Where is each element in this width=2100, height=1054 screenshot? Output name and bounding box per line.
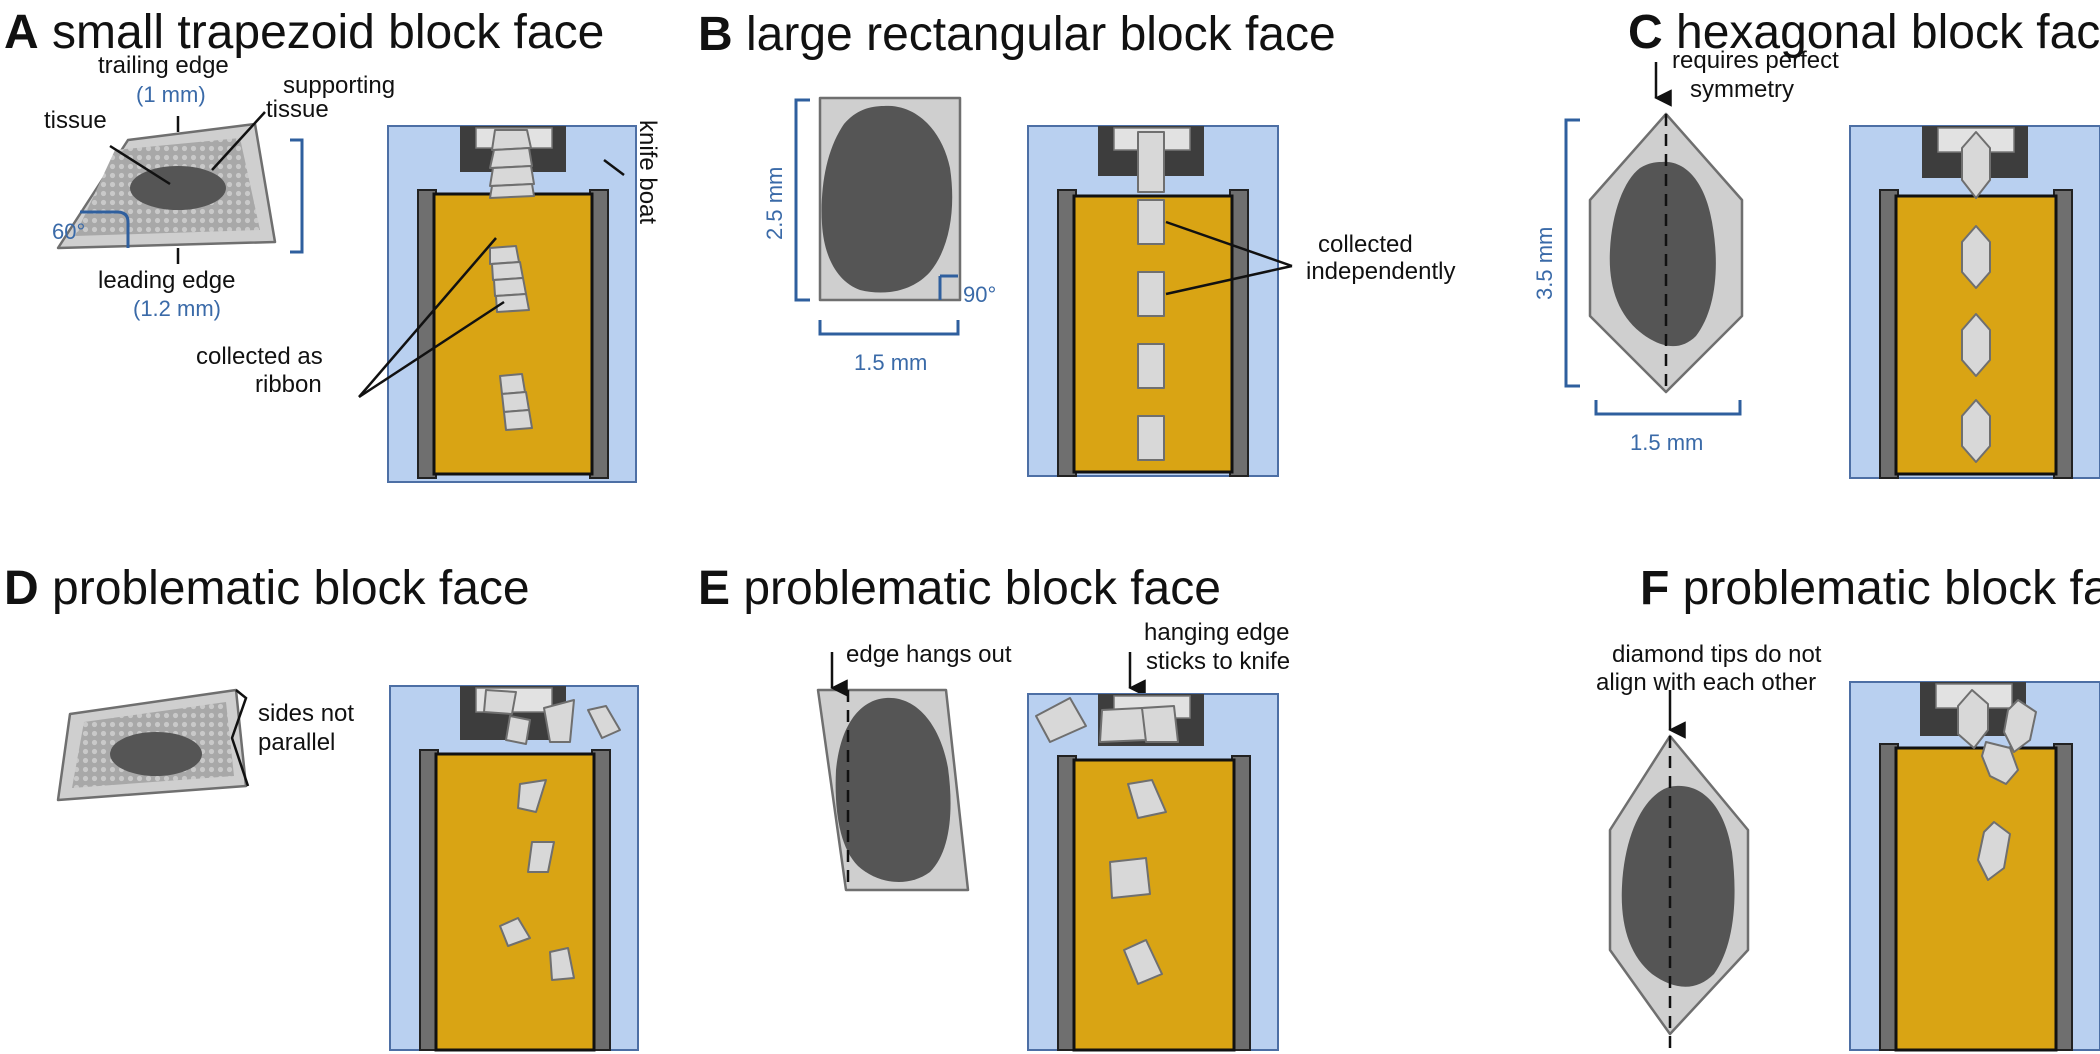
height-dim-label: 3.5 mm [1532,227,1557,300]
collected-independently-1: collected [1318,231,1413,258]
section-floating [1035,697,1087,743]
panel-d: D problematic block face sides not paral… [4,562,639,1052]
section-1 [517,779,547,813]
section-2 [1137,271,1165,317]
panel-c: C hexagonal block face requires perfect … [1532,6,2100,479]
section-at-knife-1 [1099,707,1149,743]
panel-b-title: B large rectangular block face [698,8,1336,61]
panel-e-knife-boat [1027,693,1279,1052]
collected-as-ribbon-1: collected as [196,343,323,370]
section-3 [1961,399,1991,463]
section-at-knife [1961,131,1991,199]
panel-f-title: F problematic block face [1640,562,2100,615]
trailing-edge-dim: (1 mm) [136,82,206,107]
diamond-tips-note-1: diamond tips do not [1612,641,1822,668]
tissue-blob [1609,161,1716,347]
section-3 [1123,939,1163,985]
panel-a: A small trapezoid block face trailing ed… [4,6,661,483]
knife-boat-label: knife boat [634,120,661,224]
section-4 [549,947,575,981]
panel-d-knife-boat [389,685,639,1052]
tissue-blob [821,105,953,293]
panel-c-knife-boat [1849,125,2100,479]
leading-edge-label: leading edge [98,267,235,294]
panel-b-block-face: 2.5 mm 90° 1.5 mm [762,96,996,375]
section-at-knife-1 [483,689,517,715]
panel-c-block-face: requires perfect symmetry 3.5 mm 1.5 mm [1532,47,1839,455]
panel-f-block-face: diamond tips do not align with each othe… [1596,641,1822,1048]
sides-not-parallel-1: sides not [258,700,354,727]
tissue-ellipse [130,166,226,210]
leading-edge-dim: (1.2 mm) [133,296,221,321]
ribbon-segment-1 [489,245,530,313]
conveyor-belt [432,192,594,476]
section-tilted-1 [2003,699,2037,753]
symmetry-note-2: symmetry [1690,76,1794,103]
panel-a-block-face: trailing edge (1 mm) supporting tissue t… [44,52,395,321]
sides-not-parallel-2: parallel [258,729,335,756]
tissue-label: tissue [44,107,107,134]
tissue-ellipse [110,732,202,776]
section-1 [1961,225,1991,289]
section-at-knife [1137,131,1165,193]
width-dim-label: 1.5 mm [1630,430,1703,455]
section-3 [499,917,531,947]
width-dim-label: 1.5 mm [854,350,927,375]
hanging-edge-label-2: sticks to knife [1146,648,1290,675]
edge-hangs-out-label: edge hangs out [846,641,1012,668]
section-1 [1127,779,1167,819]
section-1 [1977,821,2011,881]
panel-d-title: D problematic block face [4,562,530,615]
tissue-blob [1621,785,1735,987]
conveyor-belt [434,752,596,1052]
conveyor-belt [1894,746,2058,1052]
trailing-edge-label: trailing edge [98,52,229,79]
section-2 [527,841,555,873]
panel-e-title: E problematic block face [698,562,1221,615]
section-at-knife-3 [543,699,575,743]
symmetry-note-1: requires perfect [1672,47,1839,74]
angle-60-label: 60° [52,219,85,244]
section-1 [1137,199,1165,245]
section-2 [1961,313,1991,377]
section-at-knife-4 [587,705,621,739]
ribbon-at-knife [489,129,535,199]
section-3 [1137,343,1165,389]
angle-90-label: 90° [963,282,996,307]
panel-d-block-face: sides not parallel [56,688,354,802]
panel-b-knife-boat: collected independently [1027,125,1455,477]
panel-a-title: A small trapezoid block face [4,6,604,59]
section-tilted-2 [1981,741,2019,785]
supporting-tissue-label-2: tissue [266,96,329,123]
panel-f: F problematic block face diamond tips do… [1596,562,2100,1052]
panel-b: B large rectangular block face 2.5 mm 90… [698,8,1455,477]
collected-independently-2: independently [1306,258,1455,285]
tissue-blob [835,697,951,883]
section-at-knife-2 [1141,705,1179,743]
section-2 [1109,857,1151,899]
panel-f-knife-boat [1849,681,2100,1052]
height-dim-label: 2.5 mm [762,167,787,240]
panel-a-knife-boat: collected as ribbon knife boat [196,120,661,483]
panel-c-title: C hexagonal block face [1628,6,2100,59]
section-4 [1137,415,1165,461]
section-at-knife-2 [505,715,531,745]
panel-e: E problematic block face edge hangs out … [698,562,1290,1052]
ribbon-segment-2 [499,373,533,431]
panel-e-block-face: edge hangs out hanging edge sticks to kn… [816,619,1290,892]
section-at-knife [1957,689,1989,749]
supporting-tissue-label-1: supporting [283,72,395,99]
collected-as-ribbon-2: ribbon [255,371,322,398]
diamond-tips-note-2: align with each other [1596,669,1816,696]
hanging-edge-label-1: hanging edge [1144,619,1289,646]
